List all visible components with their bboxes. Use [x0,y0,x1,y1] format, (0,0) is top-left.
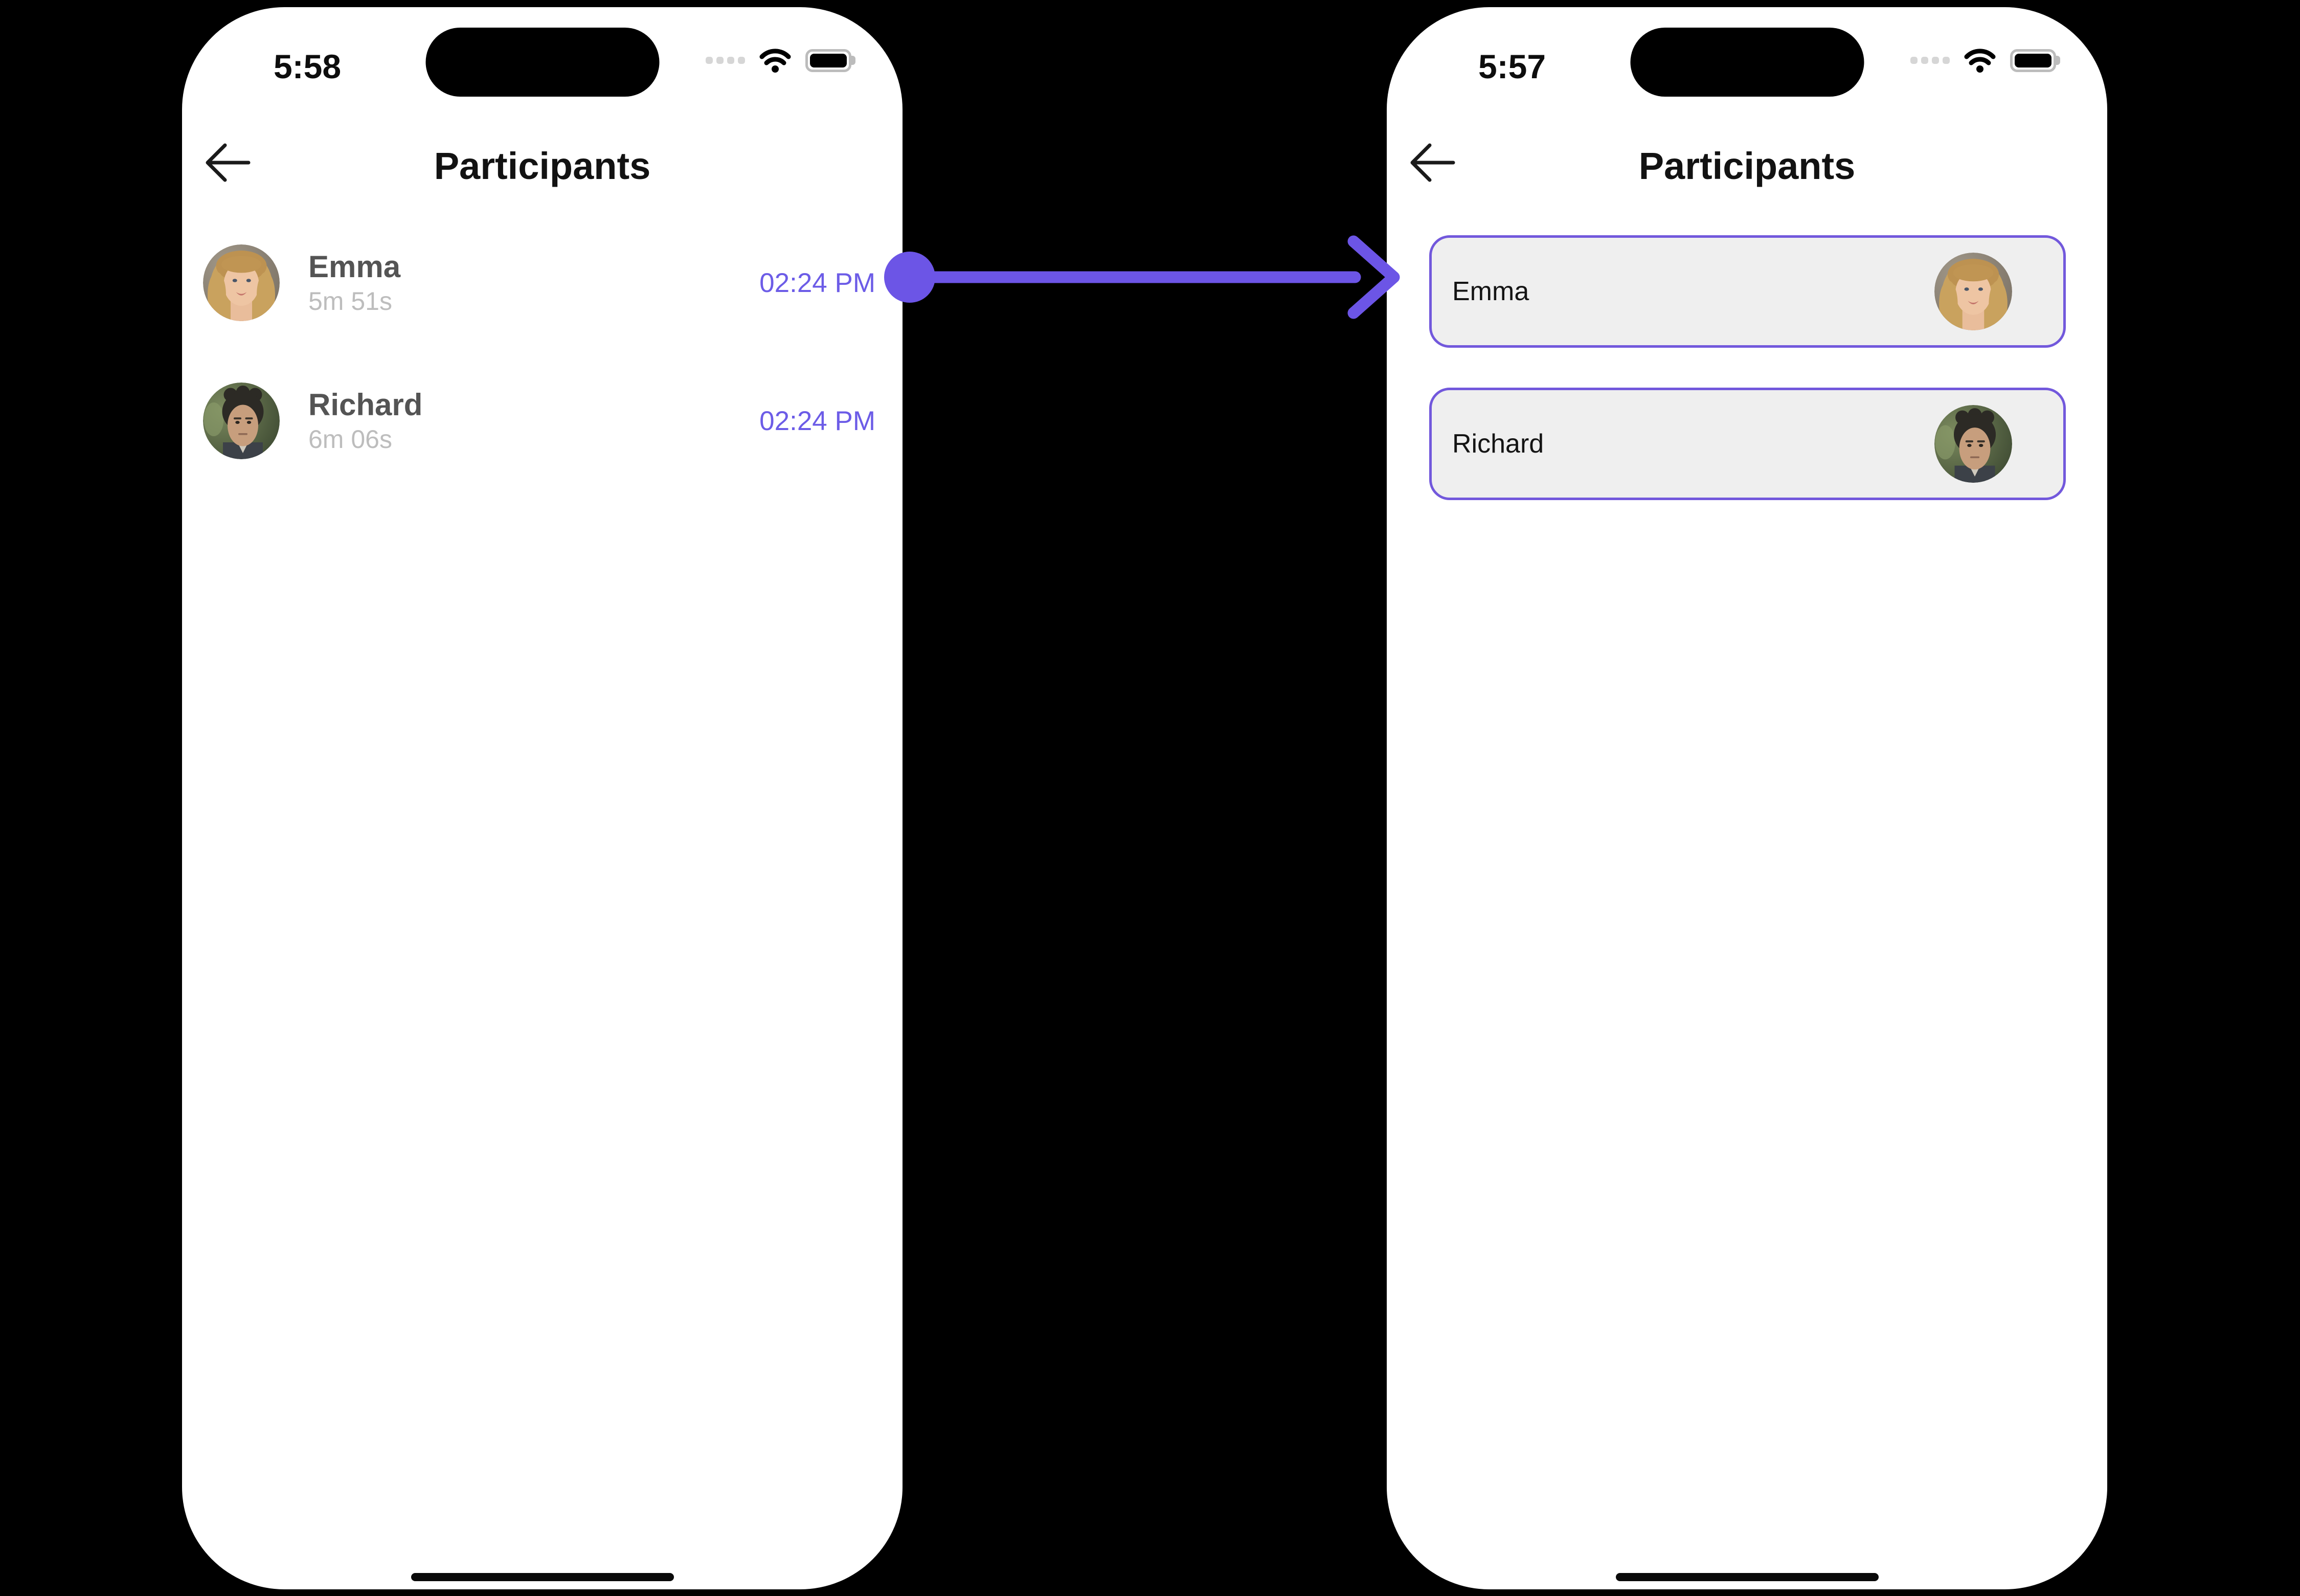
participant-join-time: 02:24 PM [759,406,875,436]
phone-screen-after: 5:57 Participants Emma Richard [1387,7,2107,1589]
participant-card[interactable]: Richard [1429,388,2066,500]
list-item[interactable]: Richard 6m 06s 02:24 PM [203,382,875,460]
wifi-icon [1964,48,1996,73]
home-indicator[interactable] [411,1573,674,1581]
page-title: Participants [434,145,651,187]
cellular-signal-icon [1910,57,1950,64]
battery-icon [805,49,855,72]
battery-icon [2010,49,2060,72]
home-indicator[interactable] [1615,1573,1879,1581]
dynamic-island [1630,28,1864,97]
page-title: Participants [1638,145,1856,187]
back-button[interactable] [205,141,251,184]
status-icons [706,47,855,74]
transition-arrow [884,235,1400,319]
emma-avatar [203,244,280,321]
status-time: 5:57 [1478,48,1546,85]
status-icons [1910,47,2060,74]
dynamic-island [425,28,659,97]
status-time: 5:58 [273,48,342,85]
participant-name: Richard [1452,429,1544,459]
participant-name: Richard [308,388,423,422]
richard-avatar [203,383,280,459]
phone-screen-before: 5:58 Participants Emma 5m 51s [182,7,903,1589]
participant-name: Emma [308,250,401,284]
wifi-icon [759,48,791,73]
back-button[interactable] [1409,141,1455,184]
cellular-signal-icon [706,57,745,64]
participant-duration: 6m 06s [308,425,392,454]
emma-avatar [1934,253,2012,330]
participant-join-time: 02:24 PM [759,267,875,298]
participant-duration: 5m 51s [308,287,392,316]
participant-name: Emma [1452,277,1529,306]
participant-card[interactable]: Emma [1429,235,2066,348]
list-item[interactable]: Emma 5m 51s 02:24 PM [203,244,875,322]
richard-avatar [1934,405,2012,483]
